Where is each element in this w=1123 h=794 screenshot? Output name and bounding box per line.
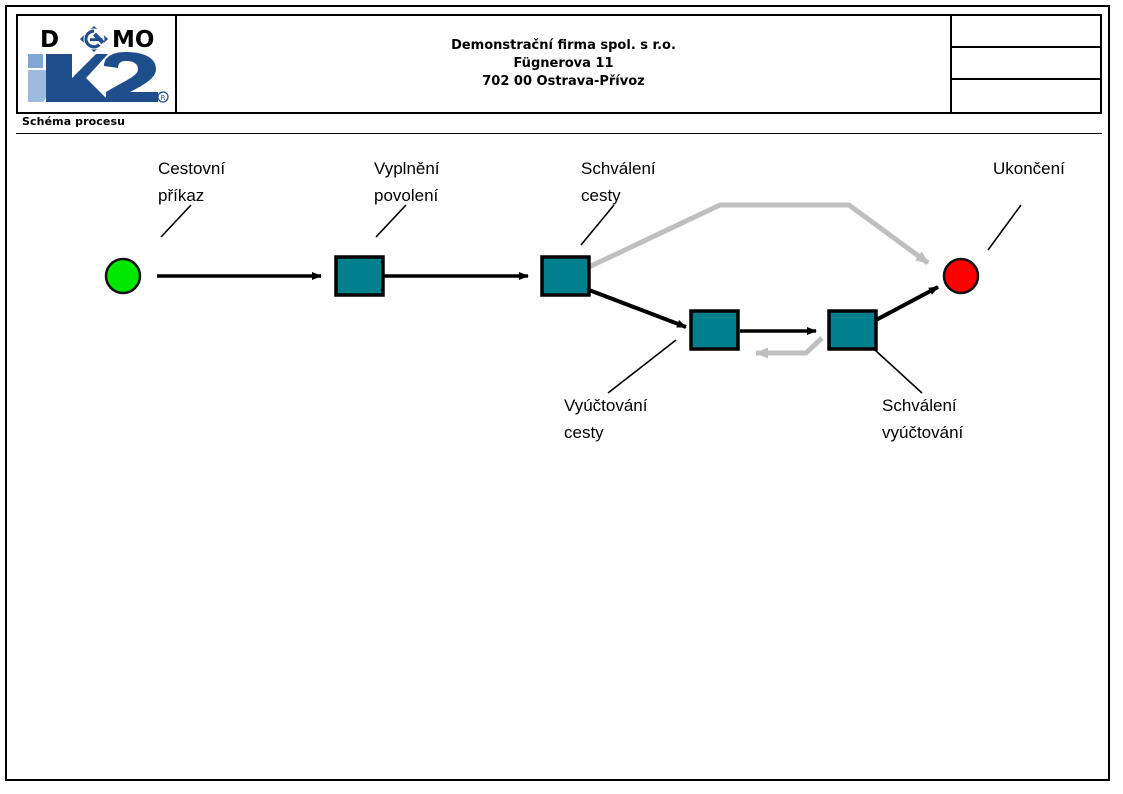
company-name: Demonstrační firma spol. s r.o. [451, 38, 676, 53]
company-city: 702 00 Ostrava-Přívoz [482, 74, 645, 89]
header-logo-cell: D MO [18, 16, 177, 112]
leader-vyplneni-povoleni [375, 204, 407, 238]
section-title: Schéma procesu [22, 115, 126, 128]
process-flow-graphic [104, 202, 1022, 394]
node-start-circle [104, 257, 142, 295]
leader-vyuctovani-cesty [607, 339, 677, 394]
label-line: Cestovní [158, 159, 226, 178]
label-ukonceni: Ukončení [993, 155, 1065, 182]
process-flow-canvas: Cestovní příkaz Vyplnění povolení Schvál… [16, 135, 1102, 775]
document-header: D MO [16, 14, 1102, 114]
label-line: vyúčtování [882, 423, 964, 442]
edge-return-gray [755, 336, 824, 359]
demo-wordmark: D MO [40, 25, 154, 53]
leader-ukonceni [987, 204, 1022, 251]
label-cestovni-prikaz: Cestovní příkaz [158, 155, 225, 209]
label-line: Vyúčtování [564, 396, 648, 415]
edge-bypass-gray [570, 202, 930, 278]
label-line: Schválení [882, 396, 957, 415]
node-schvaleni-cesty [689, 309, 740, 351]
header-meta-cells [952, 16, 1100, 112]
node-vyuctovani-cesty [827, 309, 878, 351]
k2-demo-logo: D MO [18, 18, 175, 110]
header-meta-row-1 [952, 16, 1100, 48]
edge-schvaleni-vyuc-to-end [875, 285, 939, 322]
label-vyplneni-povoleni: Vyplnění povolení [374, 155, 440, 209]
label-line: povolení [374, 186, 439, 205]
label-line: Schválení [581, 159, 656, 178]
svg-text:MO: MO [112, 27, 154, 53]
node-vyplneni-povoleni [540, 255, 591, 297]
page-outer-frame [5, 5, 1110, 781]
label-line: Ukončení [993, 159, 1065, 178]
k2-logotype: R [28, 52, 169, 103]
label-schvaleni-vyuctovani: Schválení vyúčtování [882, 392, 963, 446]
label-schvaleni-cesty: Schválení cesty [581, 155, 656, 209]
svg-text:R: R [161, 94, 166, 102]
edge-vyplneni-to-schvaleni [588, 288, 687, 329]
node-cestovni-prikaz [334, 255, 385, 297]
label-line: příkaz [158, 186, 205, 205]
leader-cestovni-prikaz [160, 204, 192, 238]
leader-schvaleni-cesty [580, 204, 615, 246]
header-meta-row-3 [952, 80, 1100, 112]
label-line: Vyplnění [374, 159, 440, 178]
header-meta-row-2 [952, 48, 1100, 80]
label-line: cesty [581, 186, 621, 205]
section-label-strip: Schéma procesu [16, 114, 1102, 134]
label-vyuctovani-cesty: Vyúčtování cesty [564, 392, 647, 446]
diamond-e-icon [79, 25, 109, 53]
node-end-circle [942, 257, 980, 295]
company-street: Fügnerova 11 [513, 56, 614, 71]
svg-text:D: D [40, 27, 59, 53]
label-line: cesty [564, 423, 604, 442]
header-company-cell: Demonstrační firma spol. s r.o. Fügnerov… [177, 16, 952, 112]
